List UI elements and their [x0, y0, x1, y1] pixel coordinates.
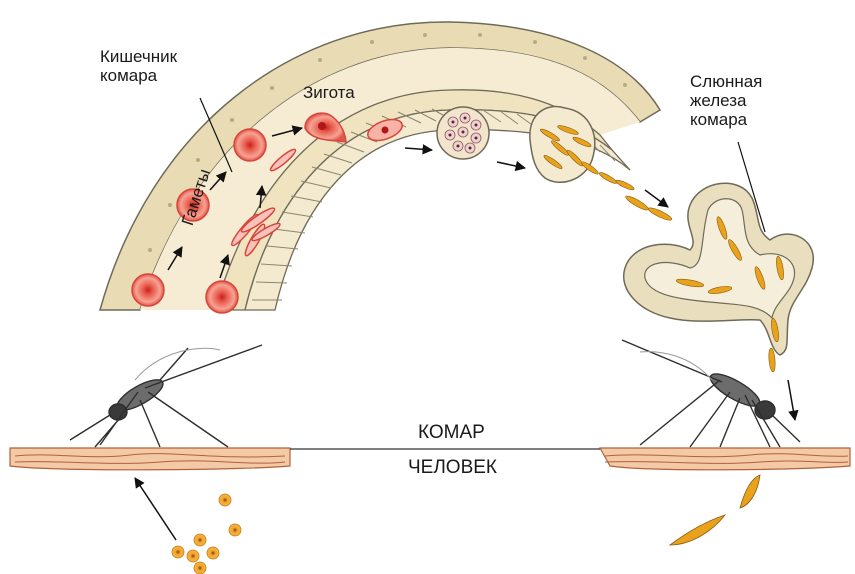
label-zygote: Зигота	[303, 83, 355, 102]
label-mosquito-gut: Кишечник комара	[100, 47, 177, 85]
label-gland-line3: комара	[690, 110, 762, 129]
label-gland-line2: железа	[690, 91, 762, 110]
salivary-gland	[624, 142, 814, 372]
label-mosquito: КОМАР	[418, 423, 485, 442]
label-salivary-gland: Слюнная железа комара	[690, 72, 762, 129]
oocyst	[437, 107, 489, 159]
label-gland-line1: Слюнная	[690, 72, 762, 91]
mosquito-left	[70, 345, 262, 447]
label-gut-line2: комара	[100, 66, 177, 85]
blood-parasites	[172, 494, 241, 574]
skin-left	[10, 448, 290, 470]
label-human: ЧЕЛОВЕК	[408, 458, 497, 477]
skin-right	[600, 448, 850, 470]
gamete-cell	[132, 274, 164, 306]
label-gut-line1: Кишечник	[100, 47, 177, 66]
gamete-cell	[234, 129, 266, 161]
gamete-cell	[206, 281, 238, 313]
